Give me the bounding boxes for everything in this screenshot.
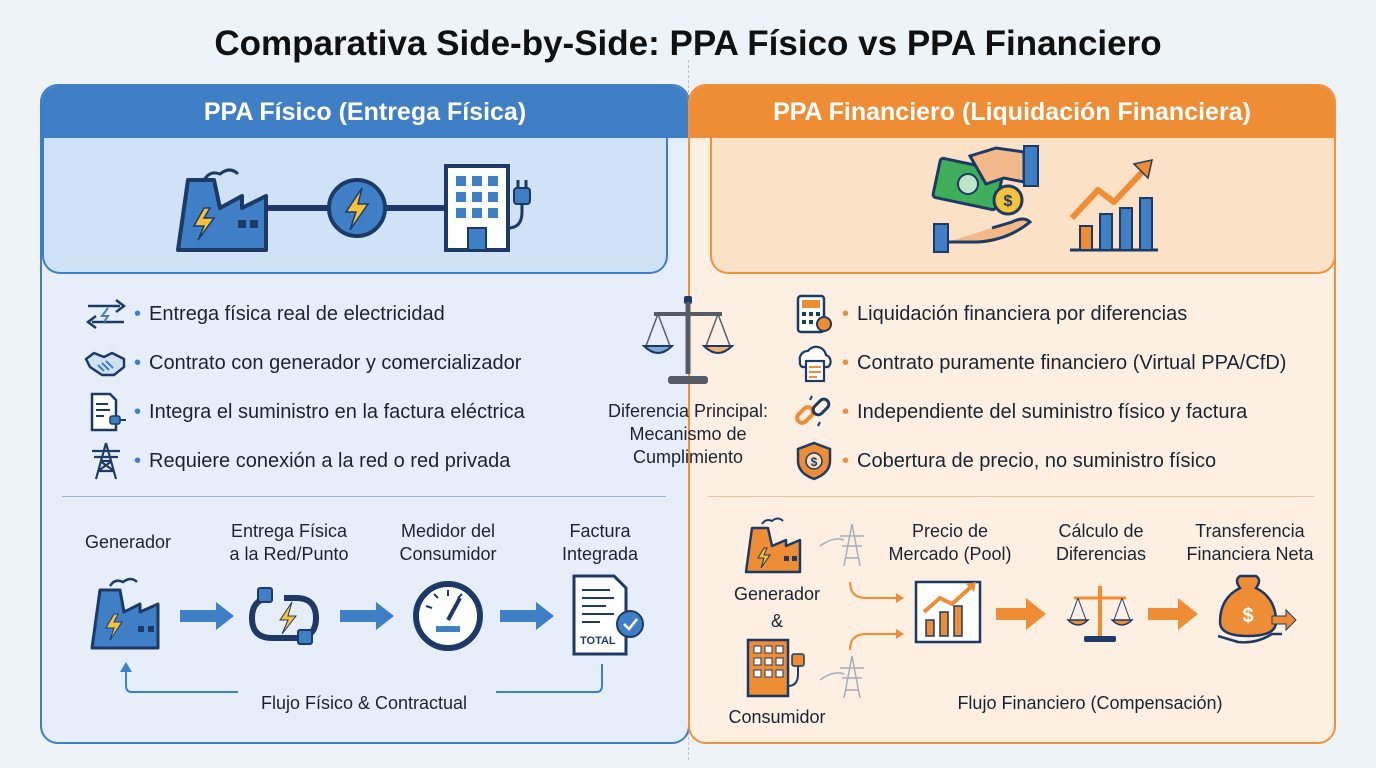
market-price-chart-icon xyxy=(914,580,982,644)
office-building-icon xyxy=(444,164,531,252)
financiero-bullet-2: • Contrato puramente financiero (Virtual… xyxy=(792,343,1286,383)
calculator-icon xyxy=(796,294,832,334)
ppa-fisico-hero xyxy=(42,138,668,274)
consumer-building-icon xyxy=(746,638,805,698)
invoice-total-label: TOTAL xyxy=(580,635,616,647)
fin-party-consumidor: Consumidor xyxy=(728,707,826,727)
main-difference-label: Diferencia Principal: Mecanismo de Cumpl… xyxy=(588,400,788,469)
generator-factory-icon-orange xyxy=(744,517,802,574)
energy-bolt-icon xyxy=(327,178,387,238)
fisico-bullet-3-text: Integra el suministro en la factura eléc… xyxy=(149,400,525,423)
fisico-bullet-1: • Entrega física real de electricidad xyxy=(84,294,445,334)
invoice-plug-icon xyxy=(90,392,126,432)
financiero-flow-diagram: $ xyxy=(744,517,1297,699)
financiero-bullet-4: $ • Cobertura de precio, no suministro f… xyxy=(792,441,1216,481)
bullet-dot: • xyxy=(134,302,142,325)
svg-text:$: $ xyxy=(1242,605,1253,627)
power-plant-to-building-illustration xyxy=(176,164,531,252)
financiero-flow-label: Flujo Financiero (Compensación) xyxy=(957,693,1223,713)
fin-flow-arrow-2 xyxy=(1148,598,1198,630)
cloud-document-icon xyxy=(798,345,832,383)
ppa-fisico-header: PPA Físico (Entrega Física) xyxy=(42,86,688,138)
loop-line-left xyxy=(125,668,238,693)
fisico-flow-diagram: TOTAL xyxy=(90,574,644,693)
handshake-icon xyxy=(84,351,126,377)
fin-party-ampersand: & xyxy=(770,611,783,631)
power-plant-icon xyxy=(176,168,268,252)
flow-step-generador: Generador xyxy=(84,532,172,552)
loop-arrowhead xyxy=(120,662,132,672)
fin-flow-arrow-1 xyxy=(996,598,1046,630)
balance-scale-icon xyxy=(641,296,735,384)
growth-chart-icon xyxy=(1069,159,1158,252)
fisico-section-divider xyxy=(62,496,666,497)
fin-step-transferencia: Transferencia Financiera Neta xyxy=(1186,521,1314,564)
bullet-dot: • xyxy=(842,449,850,472)
ppa-financiero-header: PPA Financiero (Liquidación Financiera) xyxy=(690,86,1334,138)
flow-arrow-1 xyxy=(180,602,234,630)
money-hands-icon: $ xyxy=(931,145,1039,253)
flow-arrow-2 xyxy=(340,602,394,630)
fin-step-precio: Precio de Mercado (Pool) xyxy=(888,521,1012,564)
svg-text:$: $ xyxy=(811,455,818,469)
faded-tower-icon xyxy=(819,523,864,567)
money-exchange-illustration: $ xyxy=(931,145,1158,253)
financiero-bullet-1: • Liquidación financiera por diferencias xyxy=(792,294,1187,334)
flow-arrow-3 xyxy=(500,602,554,630)
cable-plug-icon xyxy=(248,587,320,645)
fin-step-calculo: Cálculo de Diferencias xyxy=(1055,521,1147,564)
fisico-bullet-4-text: Requiere conexión a la red o red privada xyxy=(149,449,511,472)
bullet-dot: • xyxy=(842,302,850,325)
loop-line-right xyxy=(496,664,603,693)
meter-gauge-icon xyxy=(413,581,483,651)
svg-text:$: $ xyxy=(1004,193,1013,210)
financiero-section-divider xyxy=(708,496,1314,497)
flow-step-medidor: Medidor del Consumidor xyxy=(399,521,497,564)
difference-scale-icon xyxy=(1066,586,1134,642)
faded-tower-icon-2 xyxy=(819,655,864,699)
financiero-bullet-1-text: Liquidación financiera por diferencias xyxy=(857,302,1188,325)
flow-step-factura: Factura Integrada xyxy=(561,521,639,564)
broken-link-icon xyxy=(795,395,831,427)
transmission-tower-icon xyxy=(92,442,120,480)
fisico-bullet-2-text: Contrato con generador y comercializador xyxy=(149,351,522,374)
bullet-dot: • xyxy=(842,400,850,423)
fisico-bullet-2: • Contrato con generador y comercializad… xyxy=(84,343,521,383)
generator-factory-icon xyxy=(90,577,160,650)
transfer-arrows-icon xyxy=(85,299,127,329)
financiero-bullet-3-text: Independiente del suministro físico y fa… xyxy=(857,400,1248,423)
main-difference-text: Diferencia Principal: Mecanismo de Cumpl… xyxy=(607,401,769,467)
money-bag-hand-icon: $ xyxy=(1217,574,1297,644)
fin-party-generador: Generador xyxy=(733,584,821,604)
fisico-bullet-1-text: Entrega física real de electricidad xyxy=(149,302,445,325)
fisico-loop-label: Flujo Físico & Contractual xyxy=(260,693,468,713)
fisico-bullet-3: • Integra el suministro en la factura el… xyxy=(84,392,525,432)
bullet-dot: • xyxy=(842,351,850,374)
bullet-dot: • xyxy=(134,449,142,472)
financiero-bullet-3: • Independiente del suministro físico y … xyxy=(792,392,1247,432)
bullet-dot: • xyxy=(134,400,142,423)
financiero-bullet-2-text: Contrato puramente financiero (Virtual P… xyxy=(857,351,1287,374)
page-title: Comparativa Side-by-Side: PPA Físico vs … xyxy=(214,24,1162,63)
ppa-financiero-hero: $ xyxy=(710,138,1334,274)
financiero-bullet-4-text: Cobertura de precio, no suministro físic… xyxy=(857,449,1217,472)
invoice-document-icon: TOTAL xyxy=(572,574,644,656)
bullet-dot: • xyxy=(134,351,142,374)
fisico-bullet-4: • Requiere conexión a la red o red priva… xyxy=(84,441,510,481)
shield-dollar-icon: $ xyxy=(796,441,832,481)
flow-step-entrega: Entrega Física a la Red/Punto xyxy=(229,521,349,564)
